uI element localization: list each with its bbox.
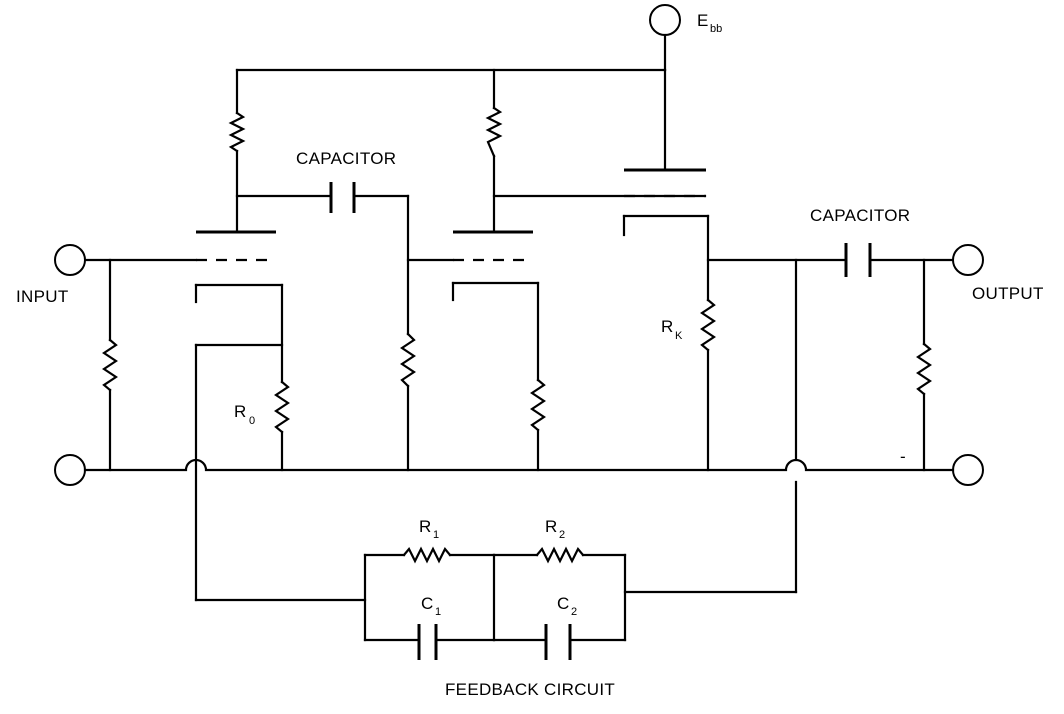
rk-label-sub: K (675, 330, 683, 342)
input-terminal-top (54, 244, 86, 276)
r2-label: R (545, 517, 557, 536)
coupling-capacitor-top (235, 182, 410, 336)
c1-label-sub: 1 (435, 606, 441, 618)
supply-label-sub: bb (710, 23, 722, 35)
grid-resistor-2 (400, 332, 416, 472)
resistor-r1 (363, 546, 496, 564)
capacitor-c2 (492, 624, 627, 660)
cathode-resistor-rk (700, 298, 716, 472)
input-resistor (102, 258, 118, 472)
r2-label-sub: 2 (559, 529, 565, 541)
capacitor-top-label: CAPACITOR (296, 149, 396, 168)
input-label: INPUT (16, 287, 69, 306)
feedback-circuit-label: FEEDBACK CIRCUIT (445, 680, 615, 699)
r1-label-sub: 1 (433, 529, 439, 541)
output-label: OUTPUT (972, 284, 1044, 303)
c2-label-sub: 2 (571, 606, 577, 618)
supply-label: E (697, 11, 708, 30)
cathode-resistor-r0 (274, 380, 290, 472)
c1-label: C (421, 594, 433, 613)
output-resistor (916, 258, 932, 472)
coupling-capacitor-output (844, 243, 872, 277)
input-terminal-bottom (54, 454, 86, 486)
stray-dash: - (900, 447, 906, 466)
vacuum-tube-2 (451, 230, 540, 382)
rk-label: R (661, 317, 673, 336)
vacuum-tube-1 (194, 230, 284, 384)
resistor-r2 (492, 546, 627, 564)
ground-rail (83, 458, 955, 472)
r0-label: R (234, 402, 246, 421)
supply-terminal (649, 4, 681, 72)
output-terminal-bottom (952, 454, 984, 486)
plate-resistor-2 (485, 68, 503, 232)
cathode-resistor-2 (530, 378, 546, 472)
r1-label: R (419, 517, 431, 536)
feedback-network (194, 343, 798, 660)
r0-label-sub: 0 (249, 415, 255, 427)
vacuum-tube-3 (622, 68, 710, 302)
capacitor-right-label: CAPACITOR (810, 206, 910, 225)
capacitor-c1 (363, 624, 496, 660)
output-terminal-top (952, 244, 984, 276)
c2-label: C (557, 594, 569, 613)
plate-resistor-1 (228, 68, 246, 234)
